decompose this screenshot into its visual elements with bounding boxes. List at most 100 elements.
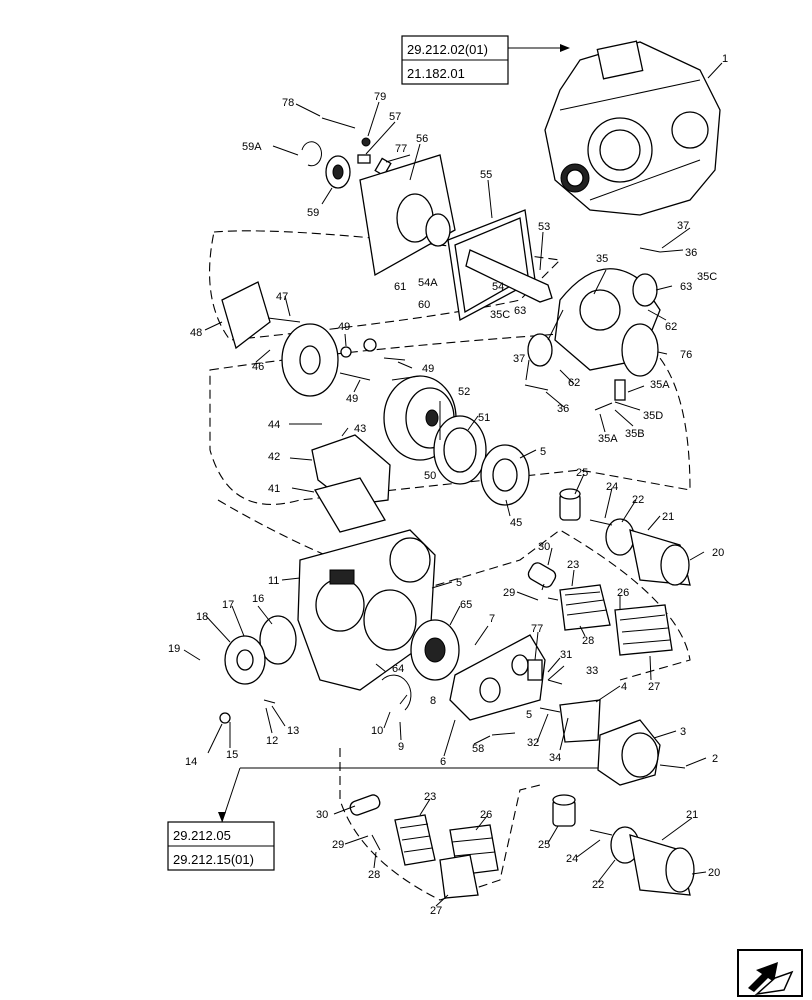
callout-79[interactable]: 79 — [374, 91, 386, 103]
callout-5[interactable]: 5 — [526, 709, 532, 721]
callout-36[interactable]: 36 — [557, 403, 569, 415]
callout-23[interactable]: 23 — [424, 791, 436, 803]
callout-51[interactable]: 51 — [478, 412, 490, 424]
callout-17[interactable]: 17 — [222, 599, 234, 611]
callout-10[interactable]: 10 — [371, 725, 383, 737]
reference-top-2[interactable]: 21.182.01 — [407, 66, 465, 81]
callout-26[interactable]: 26 — [480, 809, 492, 821]
callout-61[interactable]: 61 — [394, 281, 406, 293]
callout-25[interactable]: 25 — [576, 467, 588, 479]
callout-33[interactable]: 33 — [586, 665, 598, 677]
callout-35A[interactable]: 35A — [598, 433, 618, 445]
callout-25[interactable]: 25 — [538, 839, 550, 851]
callout-27[interactable]: 27 — [648, 681, 660, 693]
callout-4[interactable]: 4 — [621, 681, 627, 693]
callout-5[interactable]: 5 — [540, 446, 546, 458]
callout-2[interactable]: 2 — [712, 753, 718, 765]
callout-62[interactable]: 62 — [665, 321, 677, 333]
callout-36[interactable]: 36 — [685, 247, 697, 259]
callout-63[interactable]: 63 — [680, 281, 692, 293]
reference-bottom-2[interactable]: 29.212.15(01) — [173, 852, 254, 867]
callout-42[interactable]: 42 — [268, 451, 280, 463]
callout-23[interactable]: 23 — [567, 559, 579, 571]
callout-22[interactable]: 22 — [632, 494, 644, 506]
callout-28[interactable]: 28 — [582, 635, 594, 647]
callout-22[interactable]: 22 — [592, 879, 604, 891]
callout-15[interactable]: 15 — [226, 749, 238, 761]
callout-49[interactable]: 49 — [422, 363, 434, 375]
callout-31[interactable]: 31 — [560, 649, 572, 661]
callout-9[interactable]: 9 — [398, 741, 404, 753]
callout-56[interactable]: 56 — [416, 133, 428, 145]
reference-bottom-1[interactable]: 29.212.05 — [173, 828, 231, 843]
callout-21[interactable]: 21 — [662, 511, 674, 523]
callout-44[interactable]: 44 — [268, 419, 280, 431]
callout-43[interactable]: 43 — [354, 423, 366, 435]
callout-27[interactable]: 27 — [430, 905, 442, 917]
callout-63[interactable]: 63 — [514, 305, 526, 317]
callout-24[interactable]: 24 — [566, 853, 578, 865]
callout-29[interactable]: 29 — [503, 587, 515, 599]
callout-64[interactable]: 64 — [392, 663, 404, 675]
callout-7[interactable]: 7 — [489, 613, 495, 625]
callout-47[interactable]: 47 — [276, 291, 288, 303]
callout-76[interactable]: 76 — [680, 349, 692, 361]
callout-53[interactable]: 53 — [538, 221, 550, 233]
callout-54[interactable]: 54 — [492, 281, 504, 293]
callout-19[interactable]: 19 — [168, 643, 180, 655]
callout-26[interactable]: 26 — [617, 587, 629, 599]
callout-77[interactable]: 77 — [531, 623, 543, 635]
callout-54A[interactable]: 54A — [418, 277, 438, 289]
callout-11[interactable]: 11 — [268, 575, 279, 587]
callout-58[interactable]: 58 — [472, 743, 484, 755]
callout-16[interactable]: 16 — [252, 593, 264, 605]
callout-59[interactable]: 59 — [307, 207, 319, 219]
callout-6[interactable]: 6 — [440, 756, 446, 768]
callout-32[interactable]: 32 — [527, 737, 539, 749]
callout-5[interactable]: 5 — [456, 577, 462, 589]
callout-49[interactable]: 49 — [338, 321, 350, 333]
callout-18[interactable]: 18 — [196, 611, 208, 623]
callout-30[interactable]: 30 — [316, 809, 328, 821]
callout-60[interactable]: 60 — [418, 299, 430, 311]
callout-29[interactable]: 29 — [332, 839, 344, 851]
callout-59A[interactable]: 59A — [242, 141, 262, 153]
callout-3[interactable]: 3 — [680, 726, 686, 738]
callout-57[interactable]: 57 — [389, 111, 401, 123]
callout-65[interactable]: 65 — [460, 599, 472, 611]
callout-62[interactable]: 62 — [568, 377, 580, 389]
callout-55[interactable]: 55 — [480, 169, 492, 181]
callout-35C[interactable]: 35C — [697, 271, 717, 283]
callout-12[interactable]: 12 — [266, 735, 278, 747]
callout-34[interactable]: 34 — [549, 752, 561, 764]
callout-45[interactable]: 45 — [510, 517, 522, 529]
callout-20[interactable]: 20 — [708, 867, 720, 879]
callout-24[interactable]: 24 — [606, 481, 618, 493]
callout-30[interactable]: 30 — [538, 541, 550, 553]
callout-1[interactable]: 1 — [722, 53, 728, 65]
reference-top-1[interactable]: 29.212.02(01) — [407, 42, 488, 57]
callout-52[interactable]: 52 — [458, 386, 470, 398]
callout-35C[interactable]: 35C — [490, 309, 510, 321]
callout-50[interactable]: 50 — [424, 470, 436, 482]
callout-48[interactable]: 48 — [190, 327, 202, 339]
arrow-navigation-icon[interactable] — [737, 949, 803, 997]
callout-37[interactable]: 37 — [513, 353, 525, 365]
callout-21[interactable]: 21 — [686, 809, 698, 821]
callout-35D[interactable]: 35D — [643, 410, 663, 422]
callout-14[interactable]: 14 — [185, 756, 197, 768]
callout-28[interactable]: 28 — [368, 869, 380, 881]
callout-37[interactable]: 37 — [677, 220, 689, 232]
callout-35B[interactable]: 35B — [625, 428, 645, 440]
callout-41[interactable]: 41 — [268, 483, 280, 495]
callout-77[interactable]: 77 — [395, 143, 407, 155]
callout-13[interactable]: 13 — [287, 725, 299, 737]
callout-35[interactable]: 35 — [596, 253, 608, 265]
callout-20[interactable]: 20 — [712, 547, 724, 559]
callout-35A[interactable]: 35A — [650, 379, 670, 391]
reference-box-bottom[interactable]: 29.212.05 29.212.15(01) — [167, 767, 600, 871]
reference-box-top[interactable]: 29.212.02(01) 21.182.01 — [401, 35, 570, 85]
callout-8[interactable]: 8 — [430, 695, 436, 707]
callout-46[interactable]: 46 — [252, 361, 264, 373]
callout-78[interactable]: 78 — [282, 97, 294, 109]
